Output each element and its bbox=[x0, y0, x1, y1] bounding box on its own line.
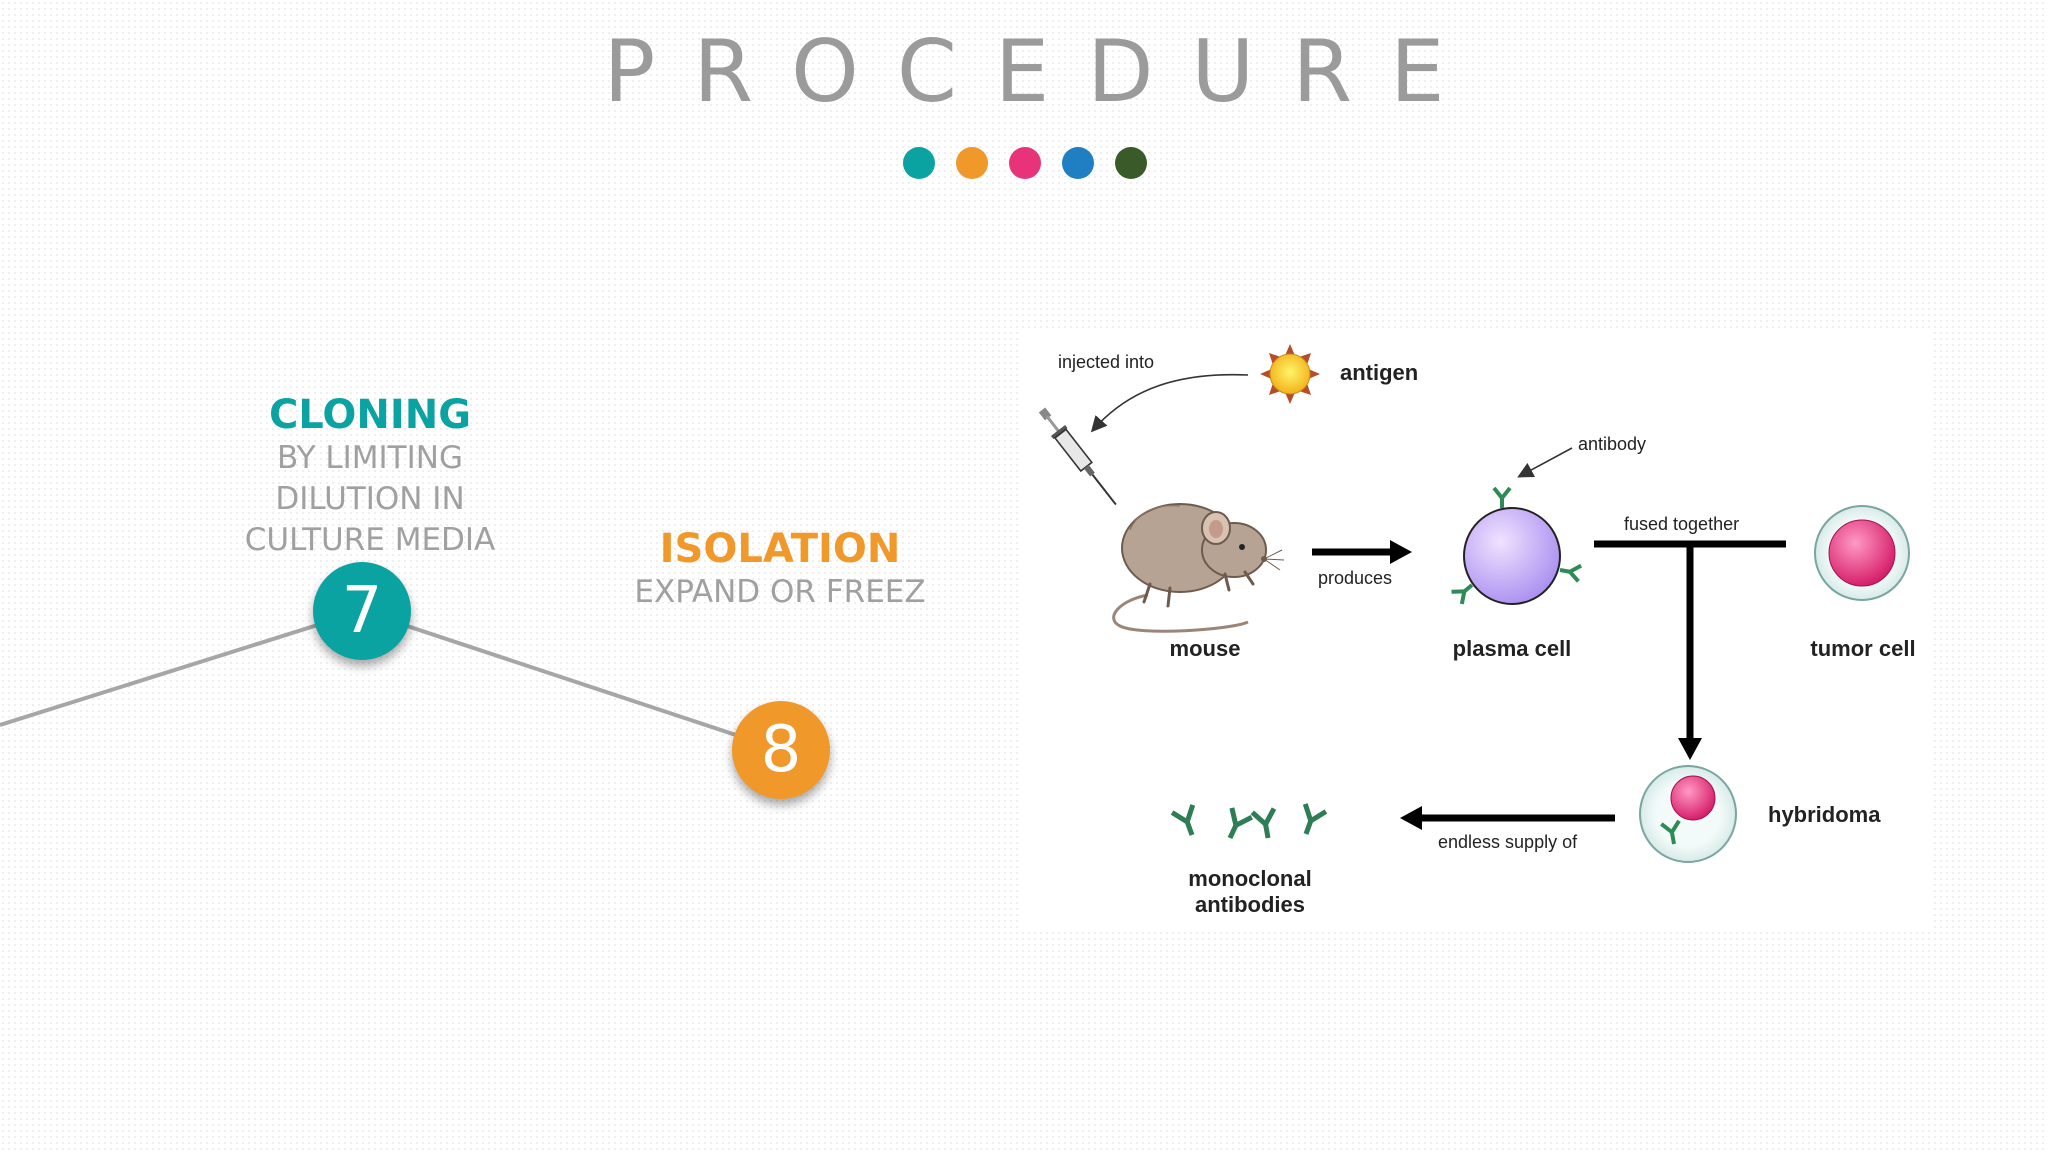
antibody-icon bbox=[1302, 803, 1328, 835]
hybridoma-icon bbox=[1639, 765, 1737, 863]
syringe-icon bbox=[1038, 407, 1117, 506]
mouse-icon bbox=[1112, 503, 1285, 633]
antibody-icon bbox=[1170, 804, 1196, 836]
tumor-cell-label: tumor cell bbox=[1810, 636, 1916, 661]
step-7-node[interactable]: 7 bbox=[313, 562, 411, 660]
monoclonal-antibodies-label: monoclonal antibodies bbox=[1176, 866, 1324, 918]
antibody-small-icon bbox=[1451, 583, 1474, 605]
tumor-cell-icon bbox=[1814, 505, 1910, 601]
accent-dot-blue bbox=[1062, 147, 1094, 179]
produces-label: produces bbox=[1318, 568, 1393, 588]
step-7-description-line: DILUTION IN bbox=[275, 481, 465, 517]
accent-dots bbox=[903, 147, 1147, 179]
plasma-cell-label: plasma cell bbox=[1452, 636, 1572, 661]
antibody-small-icon bbox=[1559, 563, 1583, 583]
step-7-heading: CLONING bbox=[268, 392, 472, 438]
mouse-label: mouse bbox=[1169, 636, 1241, 661]
accent-dot-teal bbox=[903, 147, 935, 179]
hybridoma-diagram: injected into antigen antibody mouse pro… bbox=[1020, 330, 1932, 930]
monoclonal-antibodies-label-line: monoclonal bbox=[1188, 866, 1312, 891]
accent-dot-green bbox=[1115, 147, 1147, 179]
step-8-node[interactable]: 8 bbox=[732, 701, 830, 799]
antibody-pointer-arrow bbox=[1517, 447, 1573, 478]
step-7-description-line: BY LIMITING bbox=[277, 440, 463, 476]
antigen-icon bbox=[1260, 344, 1320, 404]
hybridoma-diagram-graphics bbox=[1020, 330, 1932, 930]
accent-dot-orange bbox=[956, 147, 988, 179]
timeline-line-7-8 bbox=[361, 609, 782, 752]
antibody-icon bbox=[1250, 807, 1277, 839]
hybridoma-label: hybridoma bbox=[1768, 802, 1881, 827]
page-title: PROCEDURE bbox=[603, 22, 1483, 122]
fused-together-label: fused together bbox=[1624, 514, 1740, 534]
step-7-label: CLONING BY LIMITING DILUTION IN CULTURE … bbox=[200, 392, 540, 561]
plasma-cell-icon bbox=[1451, 486, 1583, 605]
fusion-arrowhead bbox=[1678, 738, 1702, 760]
injected-into-label: injected into bbox=[1058, 352, 1155, 372]
antibody-small-icon bbox=[1660, 819, 1681, 845]
antibody-small-icon bbox=[1492, 486, 1512, 508]
step-8-label: ISOLATION EXPAND OR FREEZ bbox=[600, 526, 960, 613]
monoclonal-antibodies-icon bbox=[1170, 803, 1328, 840]
injection-arrow bbox=[1090, 373, 1249, 433]
antibody-icon bbox=[1227, 807, 1253, 840]
accent-dot-pink bbox=[1009, 147, 1041, 179]
monoclonal-antibodies-label-line: antibodies bbox=[1194, 892, 1305, 917]
antigen-label: antigen bbox=[1340, 360, 1419, 385]
step-8-description-line: EXPAND OR FREEZ bbox=[634, 574, 926, 610]
step-7-description-line: CULTURE MEDIA bbox=[244, 522, 496, 558]
endless-supply-label: endless supply of bbox=[1438, 832, 1578, 852]
timeline-line-in bbox=[0, 609, 363, 727]
antibody-label: antibody bbox=[1578, 434, 1647, 454]
step-8-heading: ISOLATION bbox=[659, 526, 901, 572]
